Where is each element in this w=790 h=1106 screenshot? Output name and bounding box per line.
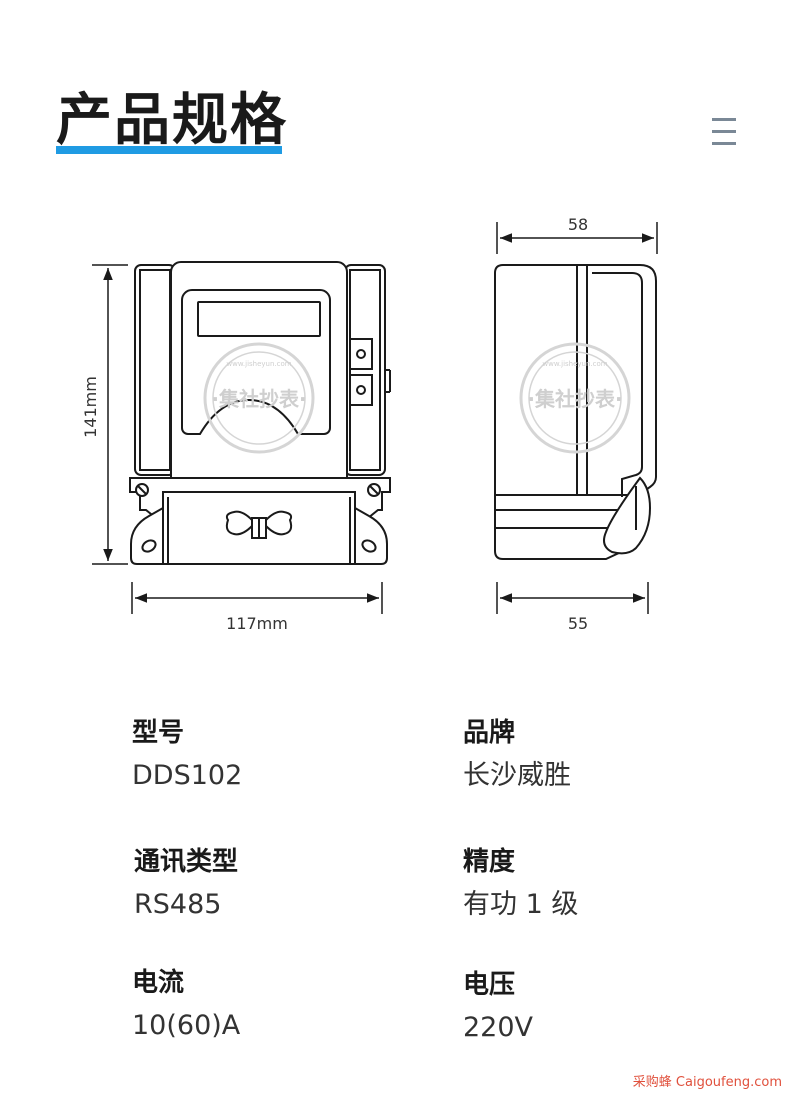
side-top-dimension — [496, 222, 658, 254]
spec-label: 电流 — [132, 968, 185, 998]
spec-brand: 品牌 长沙威胜 — [463, 716, 571, 794]
side-top-width-label: 58 — [568, 215, 588, 234]
side-view — [494, 264, 657, 560]
title-underline — [56, 146, 282, 154]
side-watermark-brand: ·集社抄表· — [527, 387, 622, 411]
spec-voltage: 电压 220V — [463, 968, 533, 1046]
spec-value: 220V — [463, 1012, 534, 1043]
front-watermark-url: www.jisheyun.com — [226, 360, 291, 368]
front-width-dimension — [131, 582, 383, 614]
spec-label: 型号 — [132, 718, 185, 748]
meter-dimension-diagram: ·集社抄表· www.jisheyun.com 141mm 117mm ·集社抄… — [81, 215, 658, 633]
side-bottom-dimension — [496, 582, 649, 614]
front-height-label: 141mm — [81, 376, 100, 438]
front-watermark — [203, 342, 315, 454]
footer-watermark: 采购蜂 Caigoufeng.com — [632, 1075, 782, 1090]
spec-accuracy: 精度 有功 1 级 — [463, 845, 578, 923]
front-watermark-brand: ·集社抄表· — [211, 387, 306, 411]
spec-label: 精度 — [463, 847, 516, 877]
spec-label: 品牌 — [463, 718, 516, 748]
page-title: 产品规格 — [56, 88, 288, 153]
spec-value: 有功 1 级 — [463, 889, 579, 920]
spec-current: 电流 10(60)A — [132, 966, 240, 1044]
menu-icon[interactable] — [710, 114, 740, 150]
spec-value: DDS102 — [132, 760, 243, 791]
spec-value: 10(60)A — [132, 1010, 241, 1041]
side-bottom-width-label: 55 — [568, 614, 588, 633]
spec-comm-type: 通讯类型 RS485 — [134, 845, 238, 923]
spec-model: 型号 DDS102 — [132, 716, 242, 794]
spec-label: 通讯类型 — [134, 847, 239, 877]
front-height-dimension — [92, 264, 128, 565]
front-width-label: 117mm — [226, 614, 288, 633]
spec-label: 电压 — [463, 970, 516, 1000]
side-watermark — [519, 342, 631, 454]
spec-value: 长沙威胜 — [463, 760, 571, 791]
front-view — [129, 261, 391, 565]
side-watermark-url: www.jisheyun.com — [542, 360, 607, 368]
spec-value: RS485 — [134, 889, 222, 920]
